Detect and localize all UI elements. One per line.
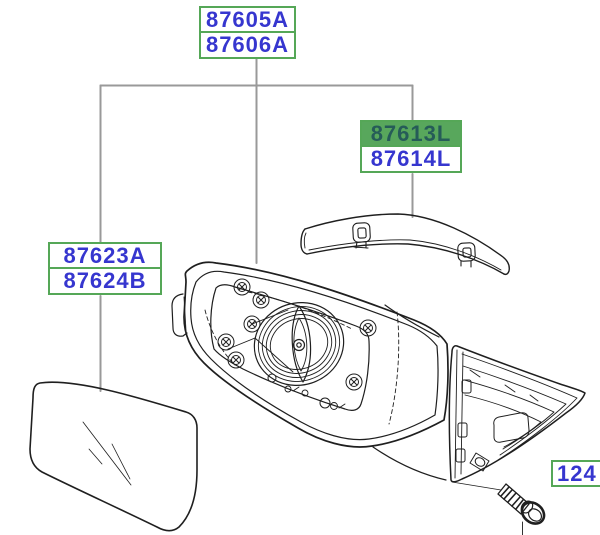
bracket-clip-slots xyxy=(455,379,472,463)
housing-detail-lines xyxy=(204,291,353,410)
part-label-124-truncated[interactable]: 124 xyxy=(551,460,600,487)
glass-reflection-lines xyxy=(82,421,132,486)
bolt-boss xyxy=(469,452,490,472)
part-label-87624B[interactable]: 87624B xyxy=(48,267,162,295)
strip-clip xyxy=(352,222,371,249)
cover-strip-drawing xyxy=(300,213,510,276)
part-label-87614L[interactable]: 87614L xyxy=(360,145,462,173)
base-bracket-drawing xyxy=(448,345,586,491)
part-label-87623A[interactable]: 87623A xyxy=(48,242,162,269)
housing-neck xyxy=(372,304,447,481)
mirror-glass-drawing xyxy=(29,381,198,532)
leader-lines xyxy=(99,58,414,392)
bolt-drawing xyxy=(497,483,546,535)
part-label-87605A[interactable]: 87605A xyxy=(199,6,296,33)
actuator-rings xyxy=(253,302,345,386)
part-label-87606A[interactable]: 87606A xyxy=(199,31,296,59)
bracket-ribs xyxy=(454,349,578,479)
strip-clip xyxy=(457,242,476,268)
bolt-threads xyxy=(500,486,524,510)
part-label-87613L-highlighted[interactable]: 87613L xyxy=(360,120,462,147)
mirror-housing-drawing xyxy=(171,261,449,481)
